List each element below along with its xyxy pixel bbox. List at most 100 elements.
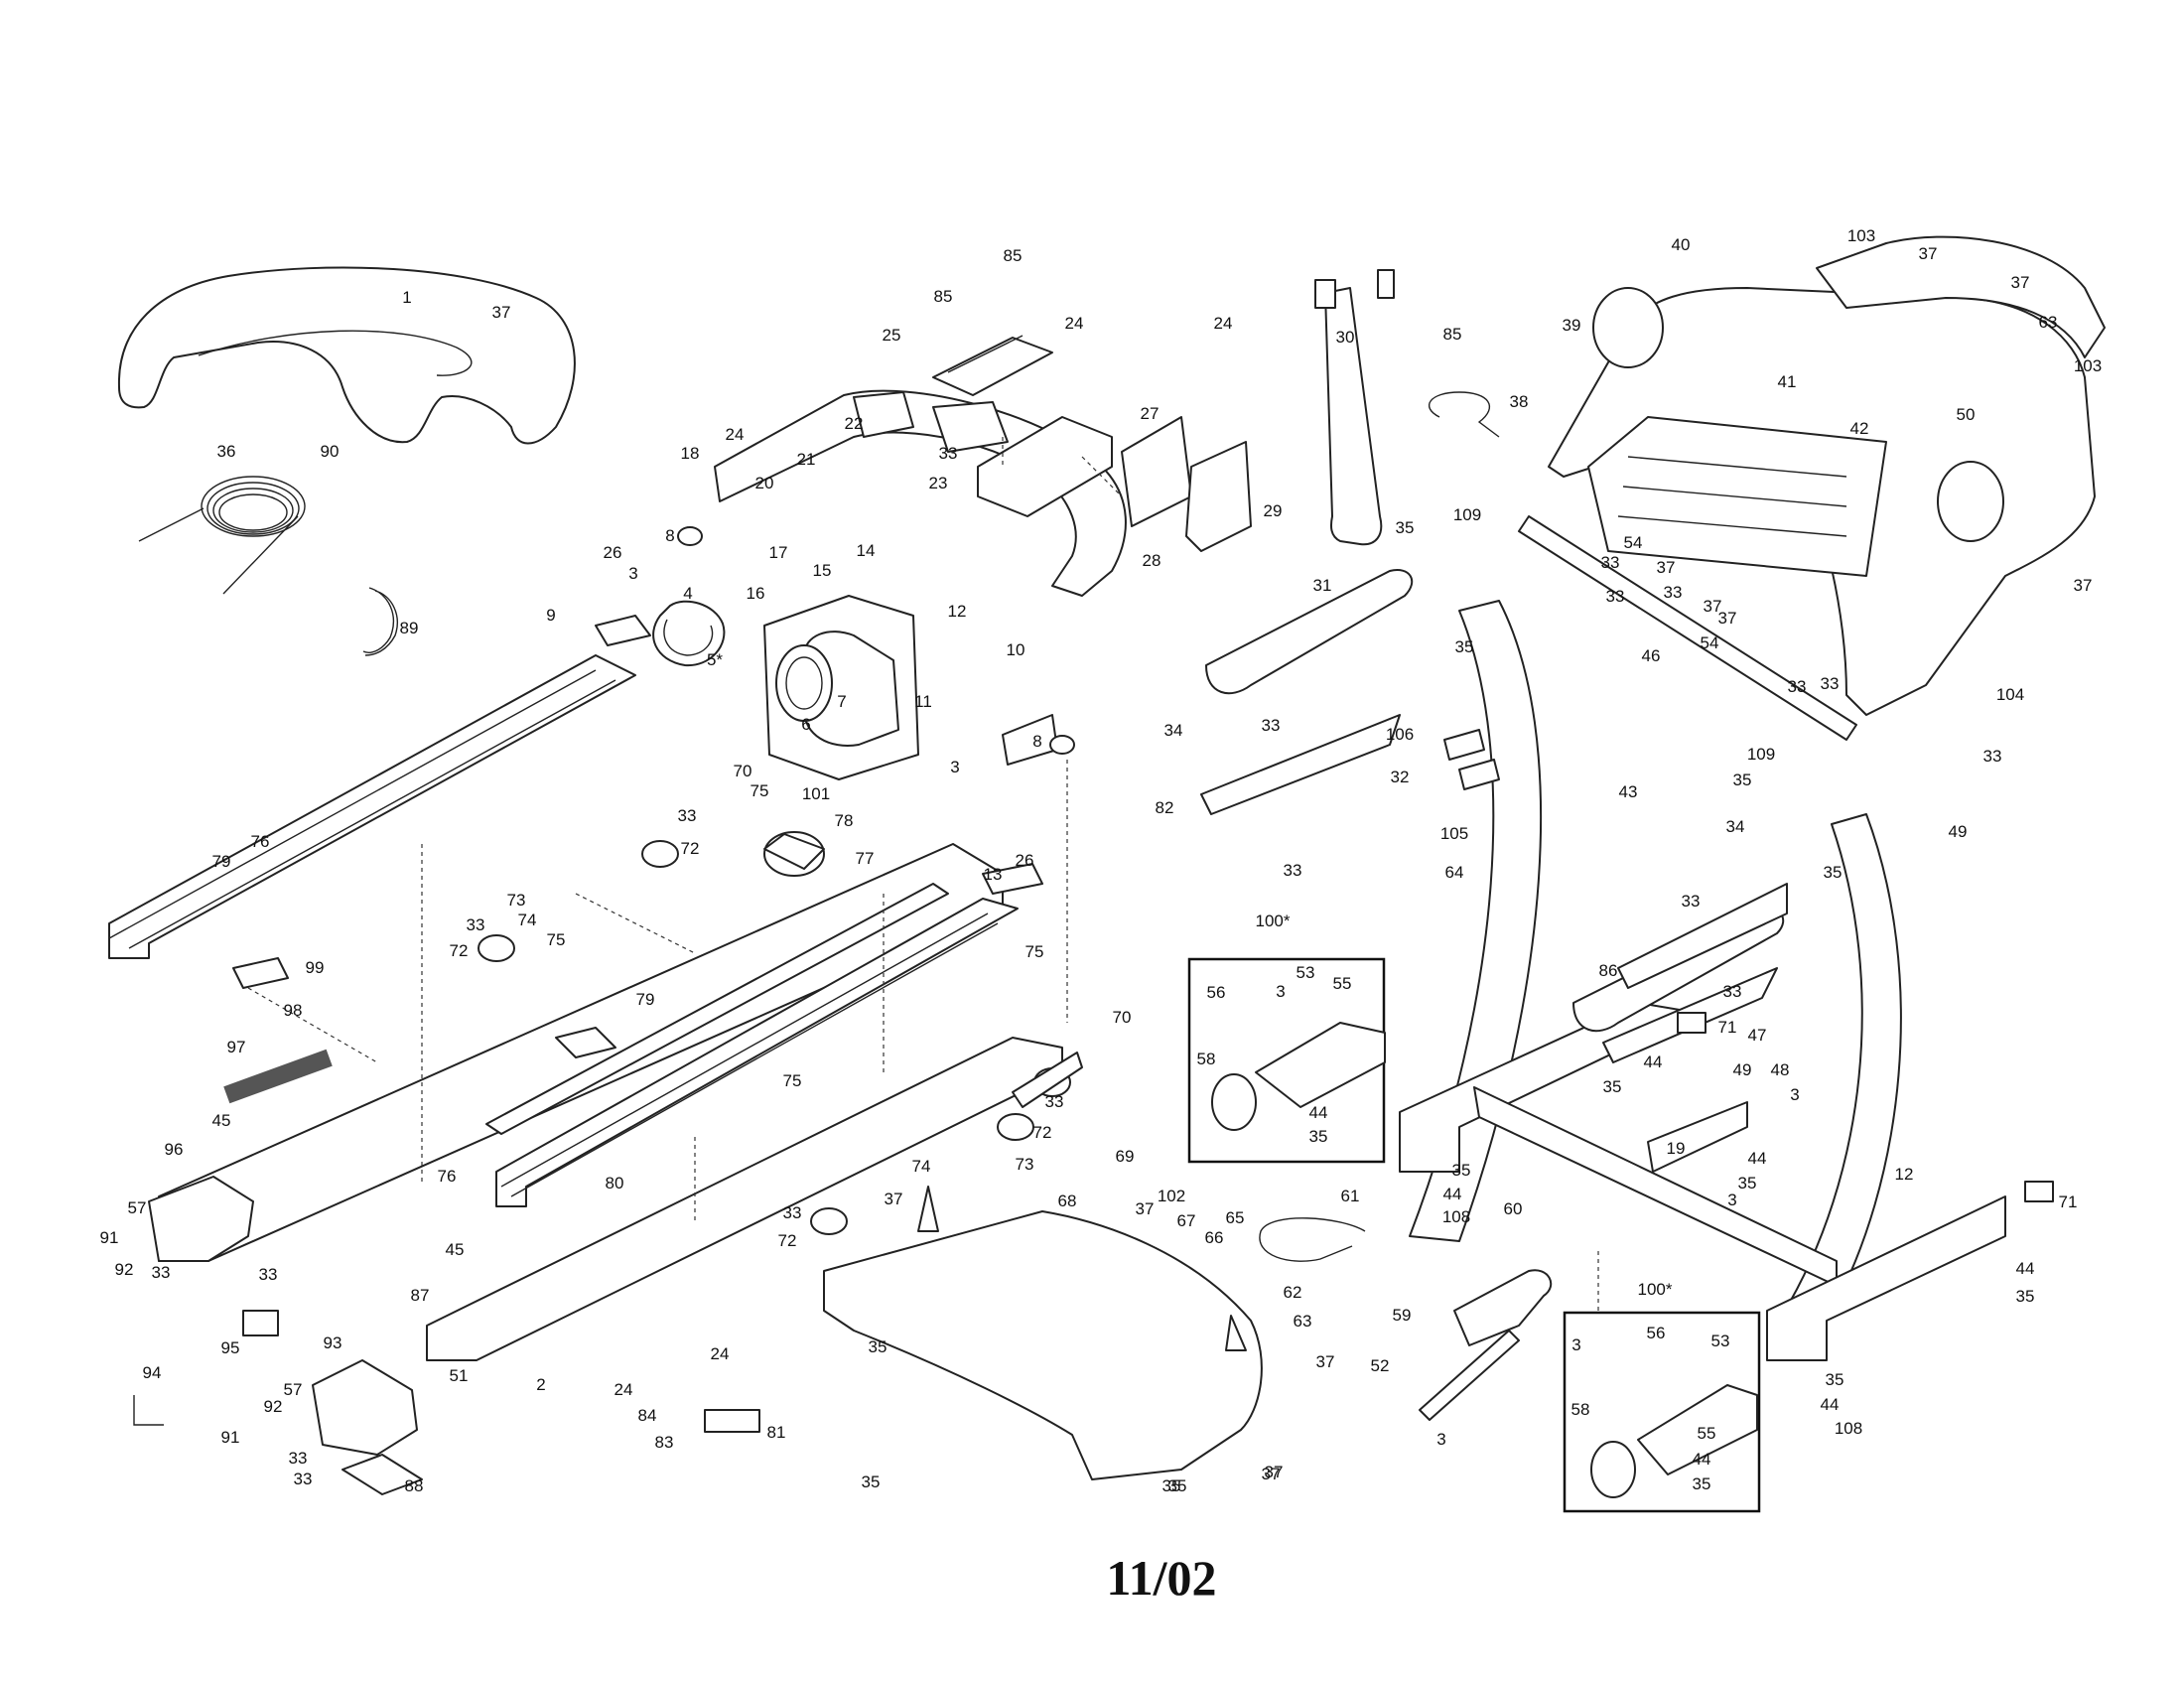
callout-label: 71 bbox=[2059, 1193, 2078, 1211]
callout-label: 4 bbox=[683, 584, 692, 603]
callout-label: 12 bbox=[1895, 1165, 1914, 1184]
callout-label: 71 bbox=[1718, 1018, 1737, 1037]
callout-label: 44 bbox=[1443, 1185, 1462, 1203]
callout-label: 33 bbox=[939, 444, 958, 463]
callout-label: 8 bbox=[1032, 732, 1041, 751]
callout-label: 103 bbox=[1847, 226, 1875, 245]
callout-label: 33 bbox=[1664, 583, 1683, 602]
callout-label: 20 bbox=[755, 474, 774, 492]
left-upright bbox=[1409, 600, 1543, 1242]
callout-label: 33 bbox=[1284, 861, 1302, 880]
callout-label: 7 bbox=[837, 692, 846, 711]
callout-label: 70 bbox=[734, 762, 752, 780]
callout-label: 73 bbox=[507, 891, 526, 910]
callout-label: 89 bbox=[400, 619, 419, 637]
callout-label: 37 bbox=[1718, 609, 1737, 628]
callout-label: 49 bbox=[1733, 1060, 1752, 1079]
callout-label: 33 bbox=[294, 1470, 313, 1488]
console-crossbar bbox=[1518, 515, 1857, 741]
callout-label: 23 bbox=[929, 474, 948, 492]
callout-label: 38 bbox=[1510, 392, 1529, 411]
callout-label: 61 bbox=[1341, 1187, 1360, 1205]
callout-label: 22 bbox=[845, 414, 864, 433]
callout-label: 95 bbox=[221, 1338, 240, 1357]
callout-label: 13 bbox=[984, 865, 1003, 884]
callout-label: 35 bbox=[1824, 863, 1843, 882]
callout-label: 97 bbox=[227, 1038, 246, 1056]
callout-label: 44 bbox=[2016, 1259, 2035, 1278]
callout-label: 37 bbox=[2074, 576, 2093, 595]
callout-label: 39 bbox=[1563, 316, 1581, 335]
callout-label: 79 bbox=[636, 990, 655, 1009]
callout-label: 42 bbox=[1850, 419, 1869, 438]
callout-label: 33 bbox=[1606, 587, 1625, 606]
callout-label: 44 bbox=[1693, 1450, 1711, 1469]
callout-label: 84 bbox=[638, 1406, 657, 1425]
callout-label: 104 bbox=[1996, 685, 2024, 704]
callout-label: 37 bbox=[1136, 1199, 1155, 1218]
callout-label: 53 bbox=[1711, 1332, 1730, 1350]
callout-label: 85 bbox=[934, 287, 953, 306]
callout-label: 44 bbox=[1644, 1052, 1663, 1071]
callout-label: 26 bbox=[1016, 851, 1034, 870]
callout-label: 81 bbox=[767, 1423, 786, 1442]
callout-label: 109 bbox=[1747, 745, 1775, 764]
callout-label: 33 bbox=[783, 1203, 802, 1222]
callout-label: 12 bbox=[948, 602, 967, 621]
callout-label: 99 bbox=[306, 958, 325, 977]
callout-label: 35 bbox=[1826, 1370, 1844, 1389]
callout-label: 56 bbox=[1207, 983, 1226, 1002]
incline-motor bbox=[1453, 1269, 1553, 1346]
right-handrail-bracket bbox=[1617, 883, 1788, 989]
callout-label: 51 bbox=[450, 1366, 469, 1385]
callout-label: 62 bbox=[1284, 1283, 1302, 1302]
callout-label: 45 bbox=[212, 1111, 231, 1130]
safety-strap bbox=[1324, 287, 1383, 546]
callout-label: 24 bbox=[711, 1344, 730, 1363]
parts-artwork bbox=[108, 235, 2106, 1513]
callout-label: 37 bbox=[1657, 558, 1676, 577]
callout-label: 24 bbox=[614, 1380, 633, 1399]
callout-label: 17 bbox=[769, 543, 788, 562]
callout-label: 55 bbox=[1698, 1424, 1716, 1443]
callout-label: 108 bbox=[1835, 1419, 1862, 1438]
callout-label: 74 bbox=[912, 1157, 931, 1176]
callout-label: 83 bbox=[655, 1433, 674, 1452]
rear-endcap-right bbox=[312, 1359, 418, 1456]
left-handrail-bracket bbox=[1200, 714, 1401, 815]
callout-label: 1 bbox=[402, 288, 411, 307]
drive-motor bbox=[803, 631, 899, 747]
callout-label: 101 bbox=[802, 784, 830, 803]
callout-label: 35 bbox=[1309, 1127, 1328, 1146]
callout-label: 85 bbox=[1004, 246, 1023, 265]
callout-label: 35 bbox=[2016, 1287, 2035, 1306]
callout-label: 91 bbox=[100, 1228, 119, 1247]
callout-label: 33 bbox=[1723, 982, 1742, 1001]
callout-label: 76 bbox=[438, 1167, 457, 1186]
callout-label: 86 bbox=[1599, 961, 1618, 980]
callout-label: 75 bbox=[547, 930, 566, 949]
callout-label: 35 bbox=[1603, 1077, 1622, 1096]
callout-label: 92 bbox=[264, 1397, 283, 1416]
callout-label: 57 bbox=[284, 1380, 303, 1399]
callout-label: 41 bbox=[1778, 372, 1797, 391]
callout-label: 10 bbox=[1007, 640, 1025, 659]
callout-label: 45 bbox=[446, 1240, 465, 1259]
callout-label: 24 bbox=[1214, 314, 1233, 333]
callout-label: 93 bbox=[324, 1333, 342, 1352]
callout-label: 43 bbox=[1619, 782, 1638, 801]
callout-label: 2 bbox=[536, 1375, 545, 1394]
callout-label: 30 bbox=[1336, 328, 1355, 347]
callout-label: 26 bbox=[604, 543, 622, 562]
callout-label: 33 bbox=[1821, 674, 1840, 693]
callout-label: 32 bbox=[1391, 768, 1410, 786]
callout-label: 36 bbox=[217, 442, 236, 461]
callout-label: 35 bbox=[1693, 1474, 1711, 1493]
footer-date: 11/02 bbox=[1106, 1550, 1217, 1606]
callout-label: 96 bbox=[165, 1140, 184, 1159]
rear-endcap-left bbox=[148, 1176, 254, 1262]
callout-label: 35 bbox=[1733, 771, 1752, 789]
callout-label: 3 bbox=[628, 564, 637, 583]
callout-label: 18 bbox=[681, 444, 700, 463]
